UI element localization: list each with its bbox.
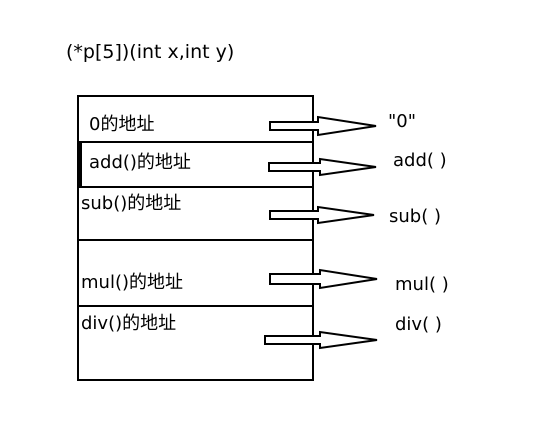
cell-label-0: 0的地址	[89, 114, 155, 135]
target-label-0: "0"	[388, 111, 417, 132]
array-box	[77, 95, 314, 381]
diagram-title: (*p[5])(int x,int y)	[66, 41, 235, 63]
target-label-sub: sub( )	[389, 206, 441, 227]
cell-label-mul: mul()的地址	[81, 272, 183, 293]
arrow-row-4	[264, 330, 378, 350]
arrow-row-1	[268, 157, 377, 177]
arrow-row-0	[269, 115, 377, 137]
cell-label-add: add()的地址	[89, 152, 191, 173]
target-label-div: div( )	[395, 314, 442, 335]
arrow-row-3	[269, 268, 378, 290]
target-label-add: add( )	[393, 150, 447, 171]
cell-label-sub: sub()的地址	[81, 193, 182, 214]
arrow-row-2	[269, 205, 375, 225]
cell-label-div: div()的地址	[81, 313, 177, 334]
target-label-mul: mul( )	[395, 274, 449, 295]
